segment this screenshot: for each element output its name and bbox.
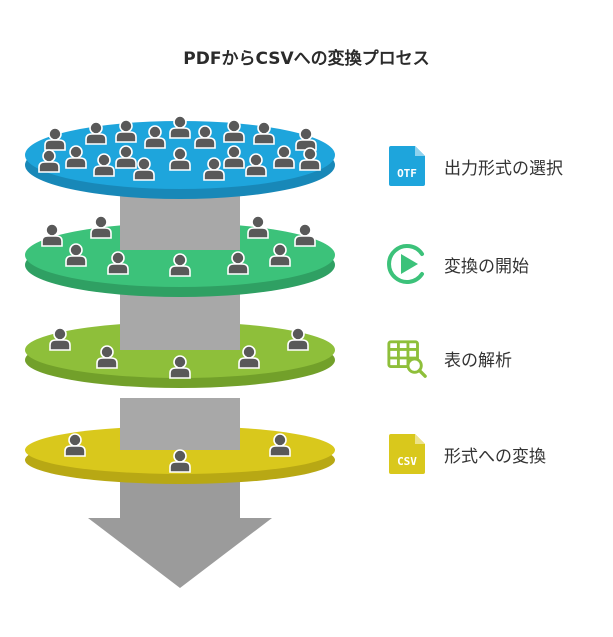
- legend-label: 変換の開始: [444, 256, 529, 277]
- legend-label: 形式への変換: [444, 446, 546, 467]
- otf-file-icon: OTF: [386, 144, 428, 188]
- core-segment-4: [120, 398, 240, 450]
- legend-item-format-conversion: CSV 形式への変換: [386, 432, 546, 476]
- table-search-icon: [386, 336, 428, 380]
- legend-item-table-analysis: 表の解析: [386, 336, 512, 380]
- legend-label: 表の解析: [444, 350, 512, 371]
- play-circle-icon: [386, 242, 428, 286]
- csv-file-icon: CSV: [386, 432, 428, 476]
- core-segment-3: [120, 290, 240, 350]
- legend-item-start-conversion: 変換の開始: [386, 242, 529, 286]
- down-arrow: [88, 470, 272, 588]
- core-segment-2: [120, 190, 240, 250]
- legend-label: 出力形式の選択: [444, 158, 563, 179]
- legend-item-output-format: OTF 出力形式の選択: [386, 144, 563, 188]
- diagram-title: PDFからCSVへの変換プロセス: [183, 49, 430, 69]
- svg-text:OTF: OTF: [397, 167, 417, 180]
- svg-text:CSV: CSV: [397, 455, 417, 468]
